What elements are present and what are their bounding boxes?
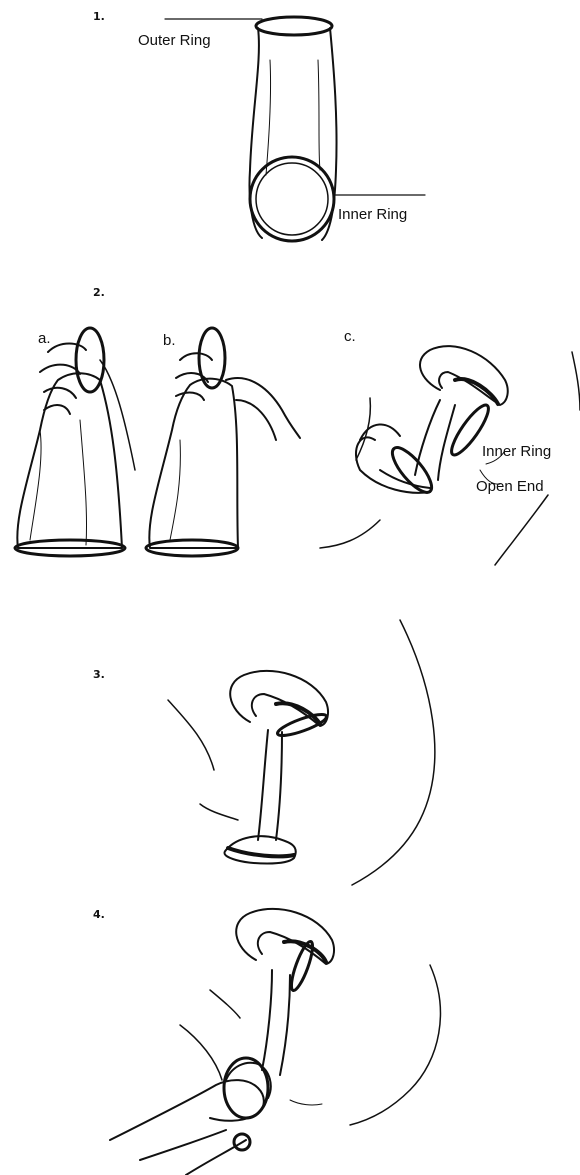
open-end-label: Open End	[476, 478, 544, 495]
uterus-outline-4	[236, 909, 334, 964]
step-number-2: 2.	[93, 286, 105, 299]
substep-label-c: c.	[344, 328, 356, 345]
inner-ring-label-2c: Inner Ring	[482, 443, 551, 460]
step4-removal-illustration	[110, 909, 440, 1175]
outer-ring-label: Outer Ring	[138, 32, 211, 49]
outer-ring-twisted	[224, 1058, 268, 1118]
step-number-1: 1.	[93, 10, 105, 23]
step-number-3: 3.	[93, 668, 105, 681]
inner-ring-label: Inner Ring	[338, 206, 407, 223]
substep-label-a: a.	[38, 330, 51, 347]
step-number-4: 4.	[93, 908, 105, 921]
sheath-body	[250, 28, 337, 240]
outer-ring-shape	[256, 17, 332, 35]
step2b-hand-illustration	[146, 328, 300, 556]
inner-ring-shape	[250, 157, 334, 241]
step3-positioned-illustration	[168, 620, 435, 885]
substep-label-b: b.	[163, 332, 176, 349]
step2a-hand-illustration	[15, 328, 135, 556]
hand-twisting	[110, 1080, 264, 1175]
